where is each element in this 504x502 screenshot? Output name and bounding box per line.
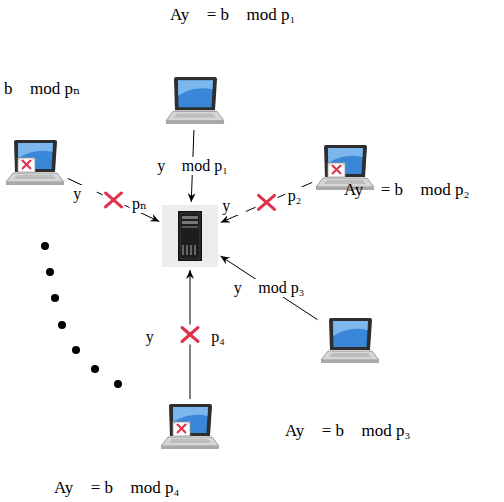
server-icon bbox=[162, 205, 218, 267]
client-laptop: Ay⃗ = b⃗ mod p₁ bbox=[165, 75, 225, 127]
client-laptop: Ay⃗ = b⃗ mod p₃ bbox=[320, 316, 380, 366]
failure-cross bbox=[179, 325, 201, 345]
failure-cross bbox=[256, 192, 278, 212]
message-fragment: pₙ bbox=[129, 195, 150, 213]
laptop-icon bbox=[320, 316, 380, 366]
equation-label: Ay⃗ = b⃗ mod p₃ bbox=[285, 421, 410, 441]
laptop-icon bbox=[160, 402, 220, 452]
equation-label: Ay⃗ = b⃗ mod p₁ bbox=[170, 5, 295, 25]
connector-arrow bbox=[221, 256, 318, 320]
equation-label: Ay⃗ = b⃗ mod p₂ bbox=[344, 180, 469, 200]
client-laptop: Ay⃗ = b⃗ mod p₄ bbox=[160, 402, 220, 452]
client-laptop: b⃗ mod pₙ bbox=[5, 138, 65, 188]
connector-arrow bbox=[68, 178, 160, 221]
laptop-icon bbox=[165, 75, 225, 127]
message-fragment: y⃗ bbox=[70, 185, 96, 203]
client-laptop: Ay⃗ = b⃗ mod p₂ bbox=[315, 143, 375, 193]
message-fragment: p₄ bbox=[208, 328, 228, 346]
equation-label: b⃗ mod pₙ bbox=[4, 79, 80, 99]
message-fragment: y⃗ bbox=[143, 328, 169, 346]
server-node bbox=[162, 205, 218, 267]
message-label: y⃗ mod p₃ bbox=[231, 279, 307, 297]
failure-cross bbox=[103, 190, 125, 210]
laptop-icon bbox=[5, 138, 65, 188]
message-fragment: p₂ bbox=[285, 187, 305, 205]
equation-label: Ay⃗ = b⃗ mod p₄ bbox=[54, 478, 179, 498]
message-label: y⃗ mod p₁ bbox=[154, 157, 230, 175]
message-fragment: y⃗ bbox=[219, 197, 245, 215]
